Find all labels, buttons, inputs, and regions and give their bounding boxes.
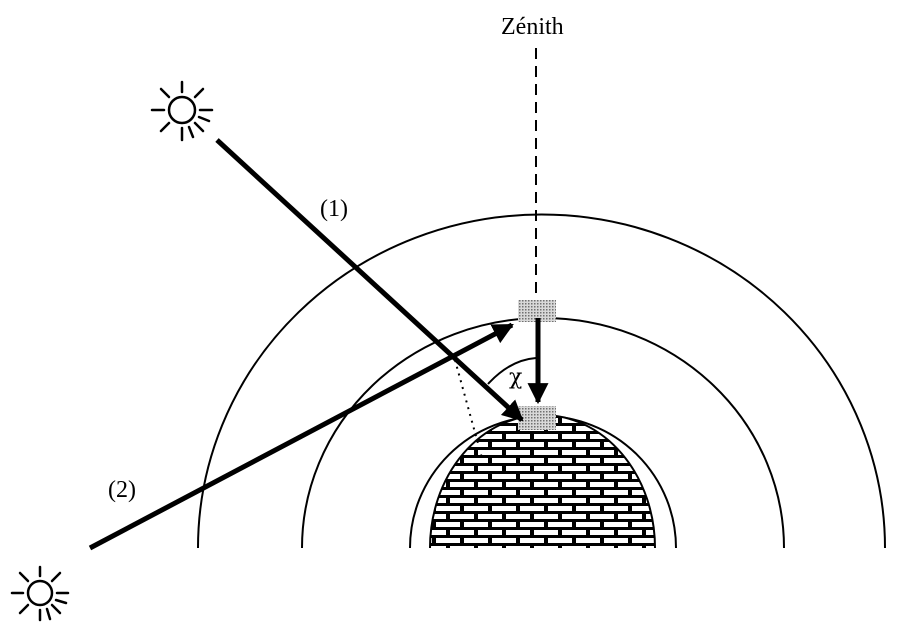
dotted-perpendicular [454, 359, 483, 459]
ray-2-arrow [88, 322, 514, 551]
upper-layer-patch [518, 300, 556, 322]
sun-icon [150, 80, 214, 142]
earth-ground [429, 414, 656, 549]
angle-chi-label: χ [509, 365, 522, 390]
lower-layer-patch [518, 406, 556, 430]
angle-arc [487, 357, 537, 385]
ray-1-arrow [215, 138, 524, 422]
ray-1-label: (1) [320, 196, 348, 222]
outer-atmosphere-arc [197, 213, 886, 549]
ray-2-label: (2) [108, 477, 136, 503]
sun-icon [10, 565, 70, 622]
zenith-label: Zénith [501, 14, 564, 40]
